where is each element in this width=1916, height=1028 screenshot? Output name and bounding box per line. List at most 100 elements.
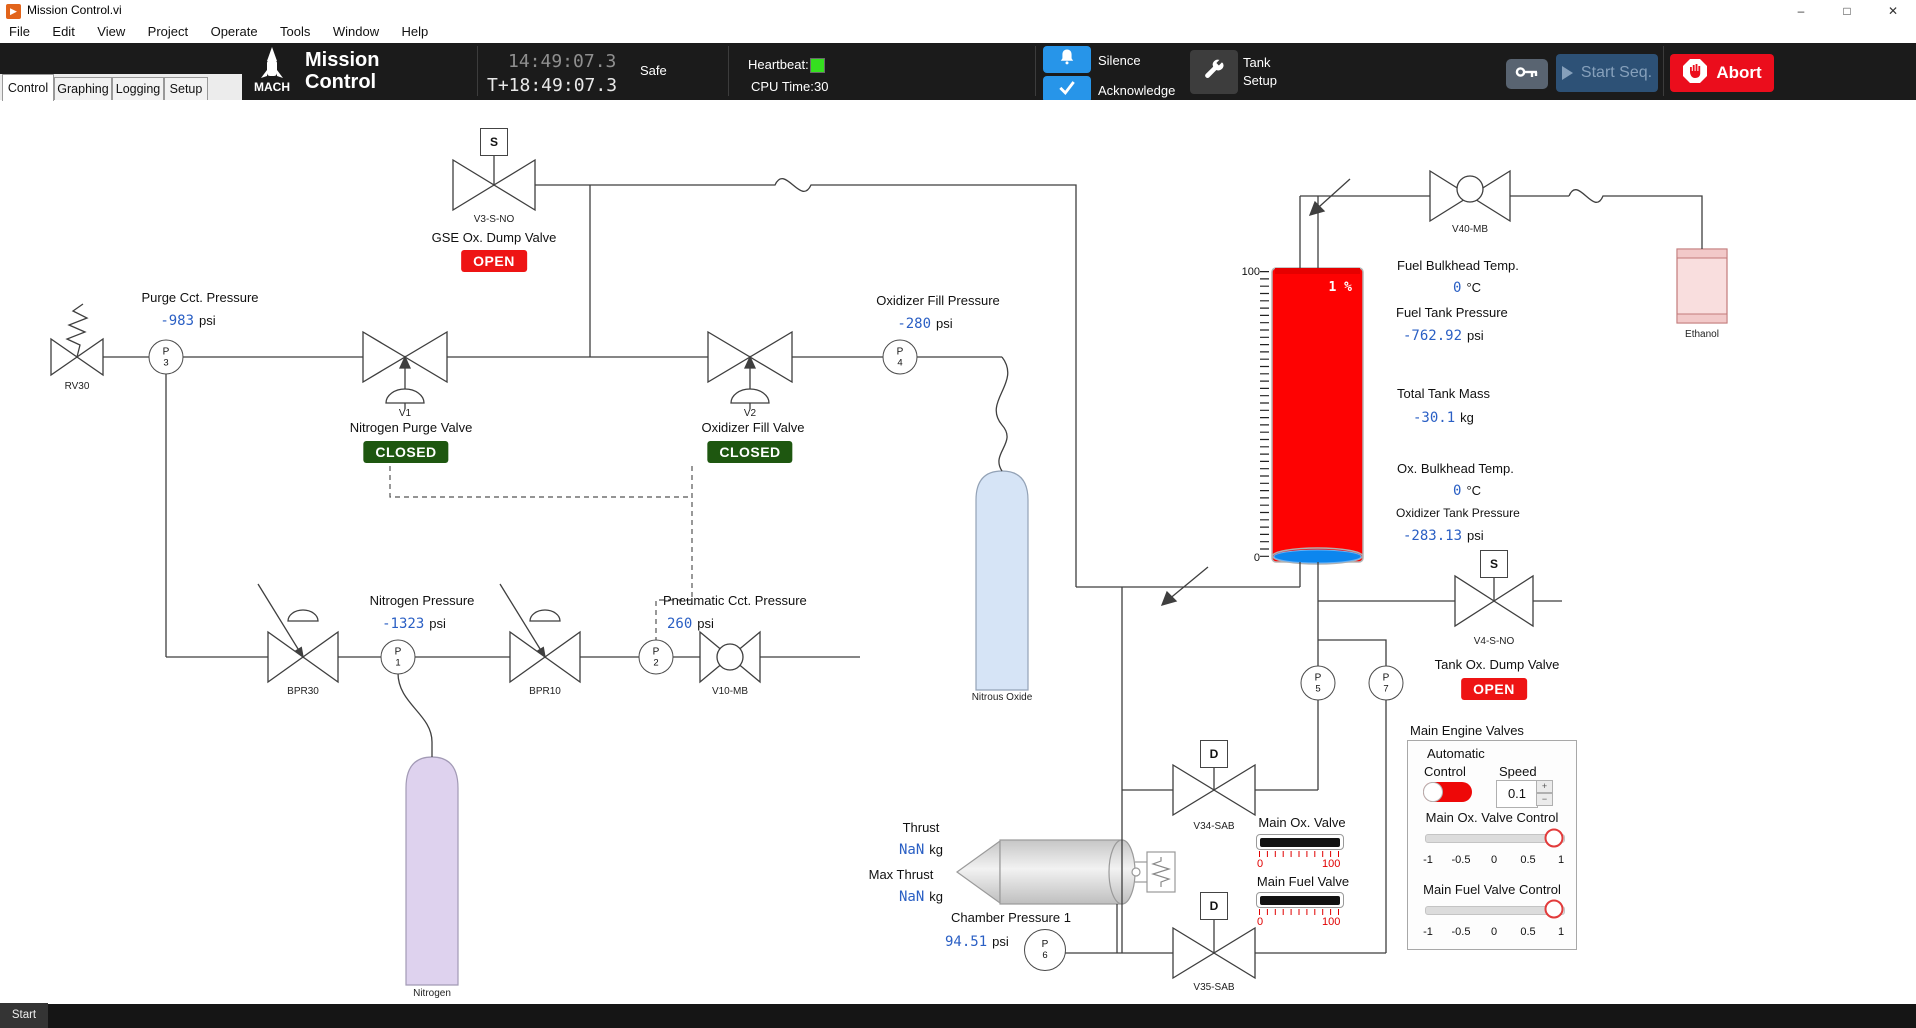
ox-slider-track[interactable]: [1425, 834, 1565, 843]
tab-control[interactable]: Control: [2, 74, 54, 101]
ethanol-tank-label: Ethanol: [1685, 329, 1719, 340]
valve-symbols: [50, 158, 1534, 980]
menu-window[interactable]: Window: [332, 24, 380, 39]
valve-tag-v10: V10-MB: [711, 686, 749, 697]
valve-tag-v3: V3-S-NO: [473, 214, 515, 225]
auto-control-toggle[interactable]: [1423, 782, 1472, 802]
auto-control-label-line2: Control: [1424, 764, 1466, 779]
n2-purge-valve-label: Nitrogen Purge Valve: [349, 420, 473, 435]
silence-button[interactable]: [1043, 46, 1091, 73]
valve-v3[interactable]: [452, 158, 536, 212]
flex-hose-nitrogen: [397, 672, 433, 757]
purge-pressure-label: Purge Cct. Pressure: [141, 290, 259, 305]
menu-tools[interactable]: Tools: [280, 24, 311, 39]
cpu-time-value: 30: [814, 79, 829, 94]
gse-dump-state[interactable]: OPEN: [461, 250, 527, 272]
taskbar: [0, 1004, 1916, 1028]
valve-v1[interactable]: [362, 330, 448, 409]
valve-tag-v1: V1: [398, 408, 412, 419]
ox-slider-knob[interactable]: [1544, 828, 1564, 848]
max-thrust-label: Max Thrust: [868, 867, 934, 882]
ox-tick: 0: [1490, 854, 1498, 866]
fuel-tank-pressure-label: Fuel Tank Pressure: [1396, 305, 1508, 320]
ox-bulkhead-value: 0°C: [1453, 483, 1482, 499]
check-valve-ox-fill: [1160, 566, 1209, 606]
speed-input[interactable]: 0.1: [1496, 780, 1538, 808]
menu-operate[interactable]: Operate: [210, 24, 258, 39]
ox-fill-valve-state[interactable]: CLOSED: [707, 441, 793, 463]
ox-fill-valve-label: Oxidizer Fill Valve: [701, 420, 805, 435]
n2-purge-valve-state[interactable]: CLOSED: [363, 441, 449, 463]
main-fuel-gauge: [1256, 892, 1344, 908]
main-fuel-gauge-max: 100: [1322, 916, 1341, 928]
tank-scale-max: 100: [1241, 266, 1260, 278]
speed-increment-button[interactable]: +: [1536, 780, 1553, 793]
tank-setup-label-line2: Setup: [1243, 73, 1277, 88]
check-icon: [1057, 78, 1077, 101]
menu-edit[interactable]: Edit: [52, 24, 75, 39]
speed-decrement-button[interactable]: −: [1536, 793, 1553, 806]
menu-file[interactable]: File: [9, 24, 30, 39]
fuel-bulkhead-label: Fuel Bulkhead Temp.: [1397, 258, 1519, 273]
tank-dump-label: Tank Ox. Dump Valve: [1434, 657, 1560, 672]
nitrogen-bottle-label: Nitrogen: [413, 988, 451, 999]
ox-tick: -0.5: [1451, 854, 1471, 866]
pneumatic-pressure-label: Pneumatic Cct. Pressure: [663, 593, 807, 608]
maximize-button[interactable]: □: [1843, 4, 1851, 18]
valve-v4[interactable]: [1454, 574, 1534, 628]
valve-tag-v2: V2: [743, 408, 757, 419]
tank-dump-state[interactable]: OPEN: [1461, 678, 1527, 700]
total-tank-mass-label: Total Tank Mass: [1397, 386, 1490, 401]
menu-view[interactable]: View: [97, 24, 126, 39]
tank-scale-min: 0: [1253, 552, 1260, 564]
start-button[interactable]: Start: [0, 1003, 48, 1028]
menu-help[interactable]: Help: [401, 24, 429, 39]
valve-v35[interactable]: [1172, 926, 1256, 980]
valve-v34[interactable]: [1172, 763, 1256, 817]
svg-text:MACH: MACH: [254, 80, 290, 94]
ox-slider-label: Main Ox. Valve Control: [1425, 810, 1559, 825]
tab-graphing[interactable]: Graphing: [54, 77, 112, 100]
wrench-icon: [1201, 57, 1227, 88]
engine: [955, 839, 1176, 905]
valve-tag-bpr10: BPR10: [529, 686, 561, 697]
close-button[interactable]: ✕: [1887, 4, 1899, 18]
fuel-slider-track[interactable]: [1425, 906, 1565, 915]
acknowledge-button[interactable]: [1043, 76, 1091, 103]
valve-rv30: [50, 303, 104, 377]
tank-setup-label-line1: Tank: [1243, 55, 1271, 70]
valve-v10[interactable]: [699, 630, 761, 684]
fuel-tick: -1: [1423, 926, 1433, 938]
fuel-slider-knob[interactable]: [1544, 899, 1564, 919]
main-fuel-gauge-min: 0: [1257, 916, 1264, 928]
ethanol-tank: [1676, 248, 1728, 324]
menu-project[interactable]: Project: [147, 24, 189, 39]
chamber-pressure-label: Chamber Pressure 1: [951, 910, 1071, 925]
fuel-tick: 0.5: [1520, 926, 1536, 938]
app-title: Mission Control: [305, 49, 380, 93]
tab-setup[interactable]: Setup: [164, 77, 208, 100]
solenoid-box-v4: S: [1480, 550, 1508, 578]
valve-v2[interactable]: [707, 330, 793, 409]
cpu-time-label: CPU Time:: [751, 79, 814, 94]
minimize-button[interactable]: –: [1797, 4, 1805, 18]
menu-bar: File Edit View Project Operate Tools Win…: [0, 22, 1916, 44]
pneumatic-dashed-lines: [389, 466, 693, 640]
tank-setup-button[interactable]: [1190, 50, 1238, 94]
arm-key-button[interactable]: [1506, 59, 1548, 89]
ox-tank-pressure-label: Oxidizer Tank Pressure: [1396, 506, 1520, 520]
thrust-label: Thrust: [902, 820, 940, 835]
wall-clock: 14:49:07.3: [508, 51, 617, 72]
tab-logging[interactable]: Logging: [112, 77, 164, 100]
abort-button[interactable]: Abort: [1670, 54, 1774, 92]
valve-bpr10: [499, 583, 581, 684]
start-seq-button[interactable]: Start Seq.: [1556, 54, 1658, 92]
main-ox-gauge-max: 100: [1322, 858, 1341, 870]
valve-v40[interactable]: [1429, 169, 1511, 223]
